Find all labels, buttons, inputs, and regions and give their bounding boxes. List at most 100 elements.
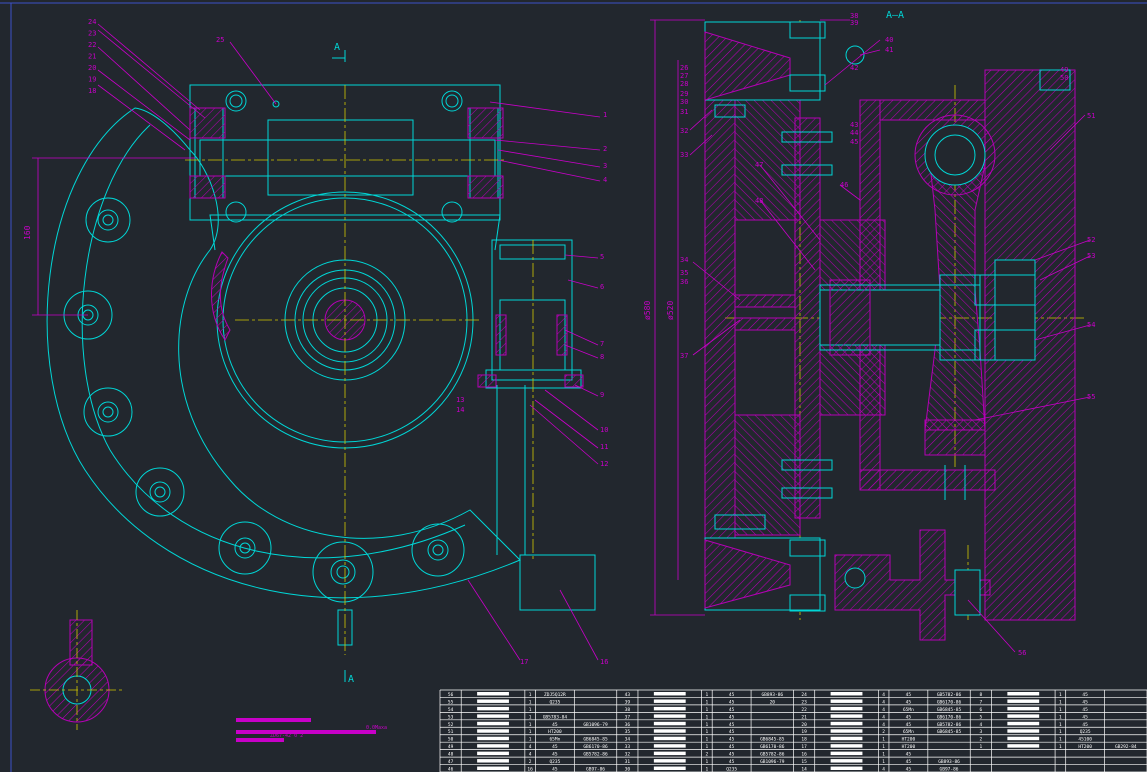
table-cell: Q235 <box>1080 729 1091 735</box>
table-cell: 37 <box>625 714 631 720</box>
table-cell-blurred-name <box>830 744 863 748</box>
balloon-1: 1 <box>603 111 607 119</box>
table-cell: 1 <box>979 744 982 750</box>
balloon-34: 34 <box>680 256 688 264</box>
balloon-12: 12 <box>600 460 608 468</box>
balloon-18: 18 <box>88 87 96 95</box>
right-view-outlines <box>714 21 1071 612</box>
table-cell: 1 <box>1059 744 1062 750</box>
table-cell: 36 <box>625 722 631 728</box>
table-cell: 5 <box>979 714 982 720</box>
table-cell-blurred-name <box>830 699 863 703</box>
slider-housing <box>491 239 573 381</box>
table-cell: 21 <box>801 714 807 720</box>
balloon-26: 26 <box>680 64 688 72</box>
balloon-56: 56 <box>1018 649 1026 657</box>
table-cell: 50 <box>448 737 454 743</box>
table-cell: 4 <box>979 722 982 728</box>
table-cell-blurred-name <box>1007 692 1040 696</box>
balloon-13: 13 <box>456 396 464 404</box>
balloon-40: 40 <box>885 36 893 44</box>
crescent-arm-inner <box>81 124 466 559</box>
table-cell: GB6845-85 <box>583 737 608 743</box>
table-cell-blurred-name <box>1007 706 1040 711</box>
table-cell: GB6845-85 <box>937 707 962 713</box>
table-cell: ZDJ5Q12R <box>544 692 566 698</box>
balloon-7: 7 <box>600 340 604 348</box>
balloon-17: 17 <box>520 658 528 666</box>
section-marks <box>332 50 346 682</box>
table-cell: 2 <box>529 759 532 765</box>
table-cell: 45 <box>729 744 735 750</box>
table-cell: GB6170-86 <box>583 744 608 750</box>
table-cell-blurred-name <box>653 721 686 726</box>
table-cell: 49 <box>448 744 454 750</box>
table-cell-blurred-name <box>830 692 863 696</box>
table-cell: 17 <box>801 744 807 750</box>
table-cell: 7 <box>979 699 982 705</box>
table-cell-blurred-name <box>830 714 863 718</box>
table-cell: 4 <box>882 722 885 728</box>
balloon-33: 33 <box>680 151 688 159</box>
table-cell: 20 <box>801 722 807 728</box>
balloon-32: 32 <box>680 127 688 135</box>
section-title: A—A <box>886 10 904 21</box>
table-cell: 16 <box>801 752 807 758</box>
table-cell-blurred-name <box>830 736 863 741</box>
table-cell: GB5782-86 <box>937 692 962 698</box>
table-cell: 56 <box>448 692 454 698</box>
table-cell: 19 <box>801 729 807 735</box>
table-cell: GB6170-86 <box>937 699 962 705</box>
table-cell: 45 <box>729 752 735 758</box>
table-cell: Q235 <box>726 767 737 772</box>
table-cell: 45 <box>906 722 912 728</box>
table-cell: 52 <box>448 722 454 728</box>
table-cell: 45 <box>729 729 735 735</box>
table-cell: 45 <box>729 759 735 765</box>
balloon-16: 16 <box>600 658 608 666</box>
table-cell: HT200 <box>902 737 916 743</box>
table-cell: 22 <box>801 707 807 713</box>
balloon-43: 43 <box>850 121 858 129</box>
table-cell-blurred-name <box>477 736 509 741</box>
table-cell: 24 <box>801 692 807 698</box>
table-cell: 1 <box>1059 729 1062 735</box>
table-cell-blurred-name <box>1007 714 1040 718</box>
right-dimensions <box>650 19 705 616</box>
table-cell: 2 <box>706 752 709 758</box>
table-cell-blurred-name <box>477 751 509 756</box>
table-cell: 1 <box>529 729 532 735</box>
balloon-38: 38 <box>850 12 858 20</box>
balloon-39: 39 <box>850 19 858 27</box>
table-cell: GB6170-86 <box>760 744 785 750</box>
table-cell: 51 <box>448 729 454 735</box>
table-cell: 4 <box>882 692 885 698</box>
balloon-21: 21 <box>88 53 96 61</box>
table-cell-blurred-name <box>653 736 686 741</box>
balloon-10: 10 <box>600 426 608 434</box>
table-cell: GB6845-85 <box>937 729 962 735</box>
table-cell: 1 <box>706 744 709 750</box>
table-cell: GB1096-79 <box>760 759 785 765</box>
balloon-25: 25 <box>216 36 224 44</box>
balloon-28: 28 <box>680 80 688 88</box>
table-cell: 1 <box>706 767 709 772</box>
table-cell: 48 <box>448 752 454 758</box>
table-cell-blurred-name <box>653 729 686 733</box>
table-cell-blurred-name <box>653 699 686 703</box>
table-cell: 1 <box>706 692 709 698</box>
section-mark-bottom: A <box>348 674 354 685</box>
table-cell: GB893-86 <box>938 759 960 765</box>
table-cell: 1 <box>1059 692 1062 698</box>
table-cell: 45 <box>552 752 558 758</box>
table-cell: 1 <box>529 737 532 743</box>
table-cell: 1 <box>706 714 709 720</box>
table-cell-blurred-name <box>477 766 509 770</box>
table-cell: HT200 <box>902 744 916 750</box>
table-cell: 1 <box>706 759 709 765</box>
balloon-14: 14 <box>456 406 464 414</box>
table-cell: 45 <box>729 707 735 713</box>
table-cell: 45 <box>906 759 912 765</box>
crescent-arm <box>46 107 521 599</box>
